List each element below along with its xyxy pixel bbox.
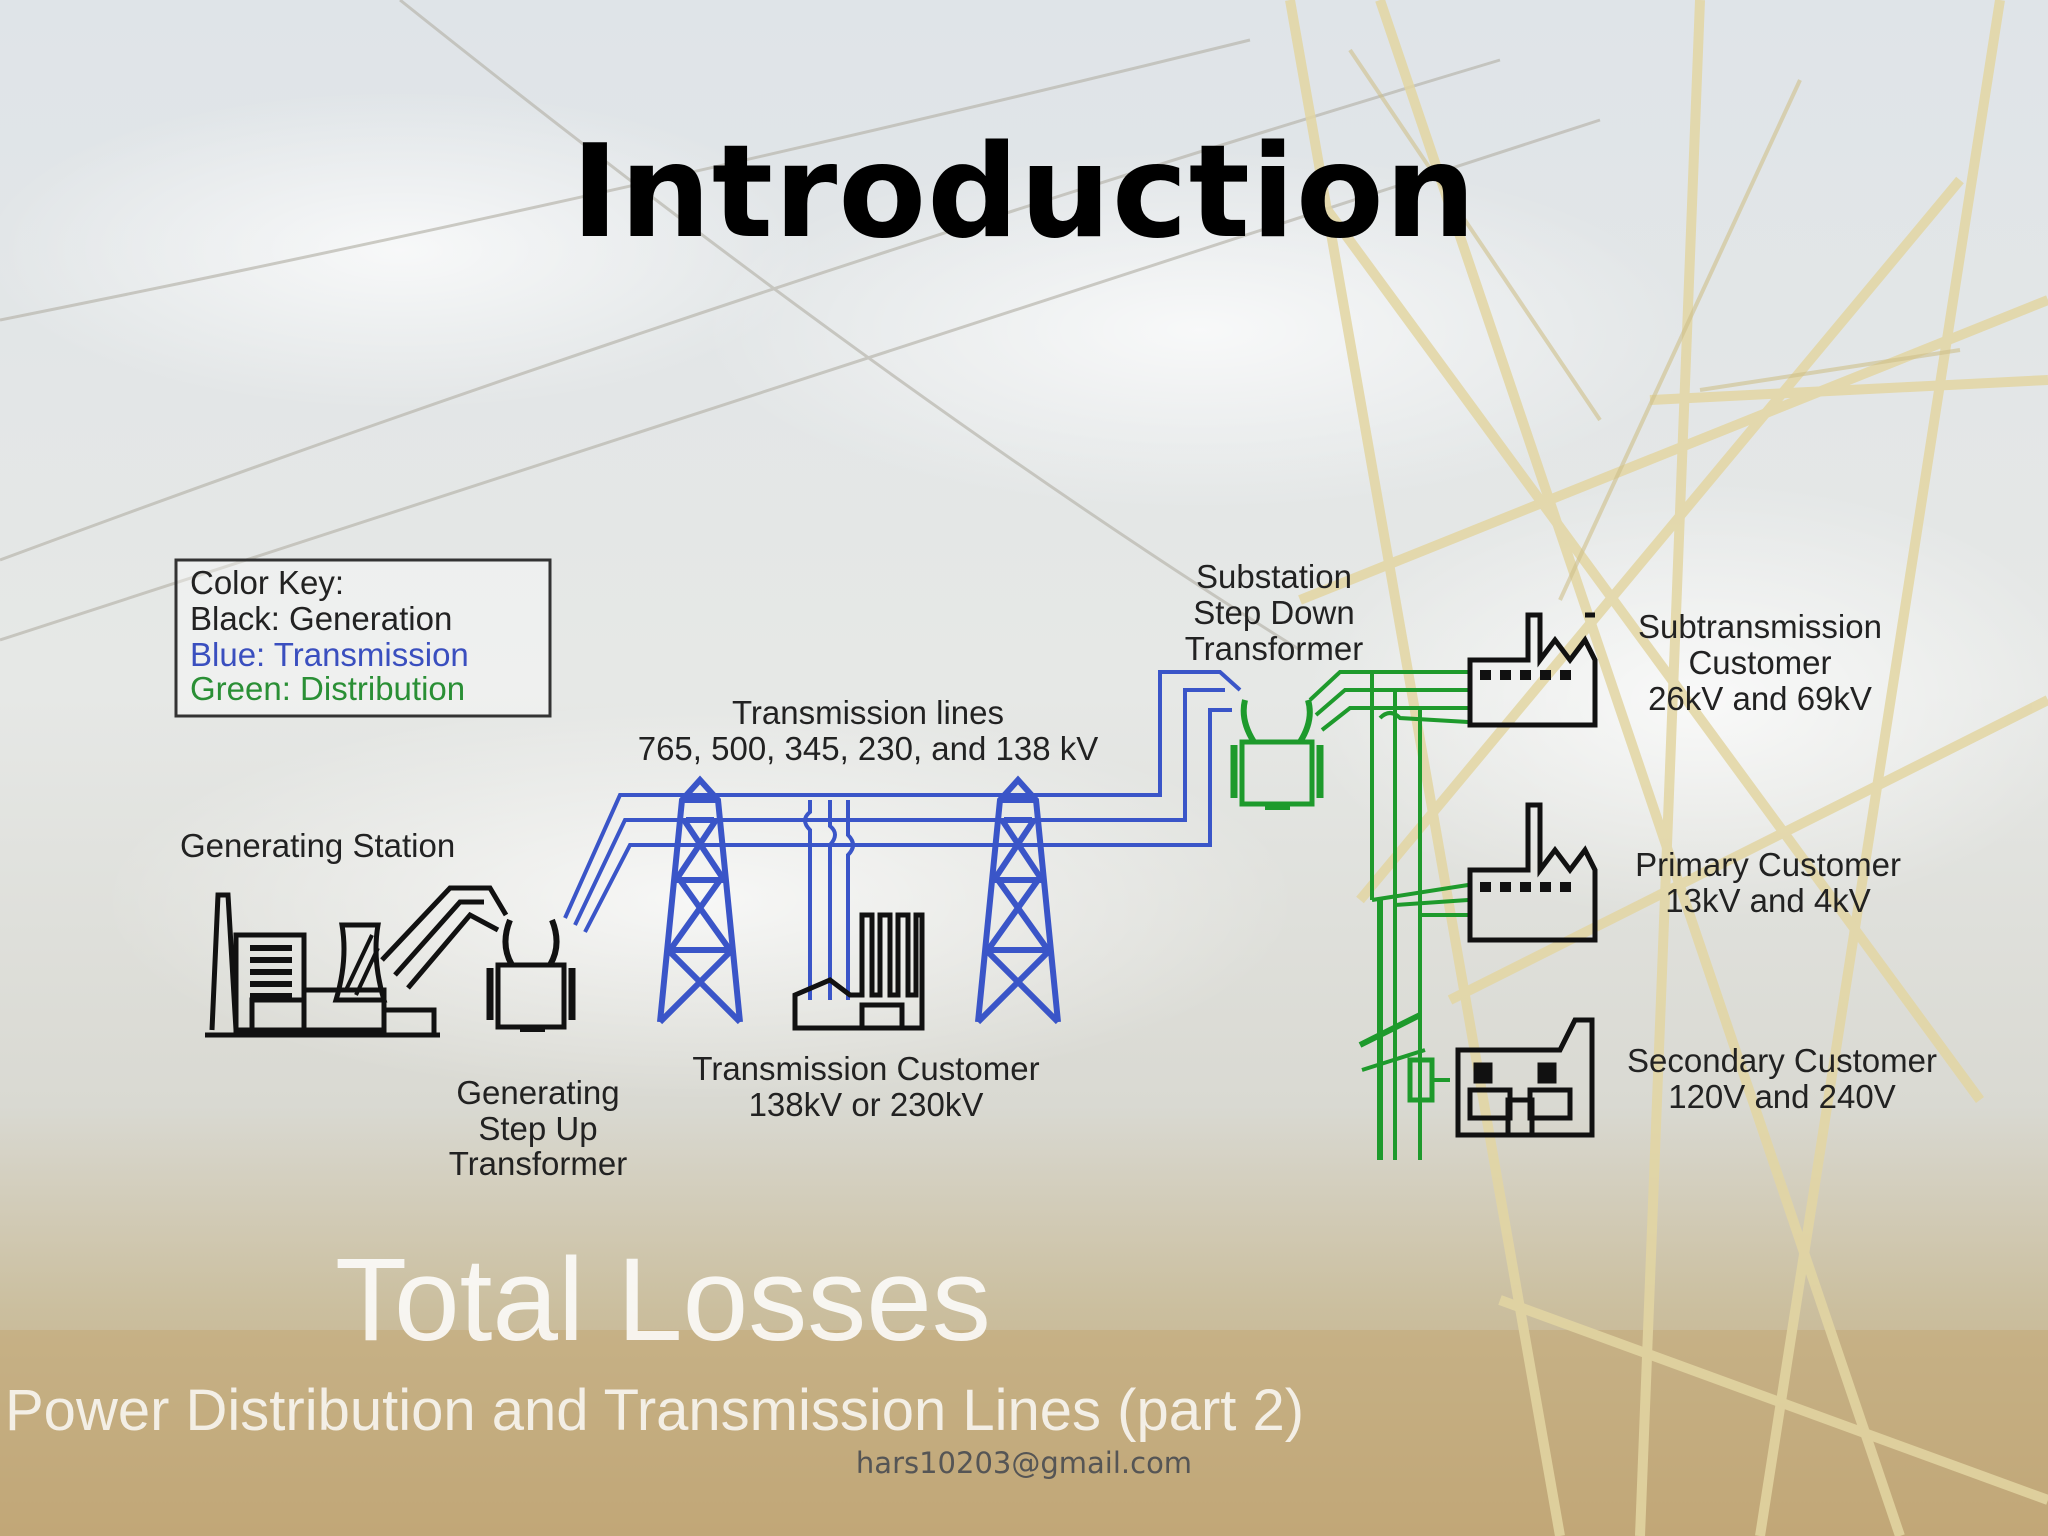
label-subtransmission-2: Customer (1688, 644, 1831, 681)
label-substation-3: Transformer (1185, 630, 1363, 667)
distribution-lines (1308, 670, 1469, 1160)
label-generating-station: Generating Station (180, 827, 455, 864)
label-secondary-1: Secondary Customer (1627, 1042, 1937, 1079)
label-gen-step-up-2: Step Up (478, 1110, 597, 1147)
color-key-heading: Color Key: (190, 564, 344, 601)
label-substation-1: Substation (1196, 558, 1352, 595)
label-subtransmission-1: Subtransmission (1638, 608, 1882, 645)
slide-title: Introduction (571, 118, 1477, 267)
transmission-customer-factory-icon (792, 912, 925, 1031)
transmission-tower-right-icon (975, 775, 1061, 1025)
primary-customer-factory-icon (1467, 802, 1598, 943)
label-substation-2: Step Down (1193, 594, 1354, 631)
label-transmission-voltages: 765, 500, 345, 230, and 138 kV (638, 730, 1099, 767)
subtransmission-customer-factory-icon (1467, 612, 1598, 728)
secondary-customer-house-icon (1455, 1017, 1595, 1138)
transmission-lines (563, 670, 1242, 1000)
footer-email: hars10203@gmail.com (855, 1446, 1193, 1480)
generating-station-icon (205, 885, 509, 1038)
label-secondary-2: 120V and 240V (1668, 1078, 1896, 1115)
diagram-labels: Transmission lines 765, 500, 345, 230, a… (180, 558, 1937, 1182)
color-key-black: Black: Generation (190, 600, 452, 637)
watermark-title: Total Losses (335, 1234, 991, 1366)
color-key: Color Key: Black: Generation Blue: Trans… (174, 558, 552, 718)
label-primary-2: 13kV and 4kV (1665, 882, 1870, 919)
label-transmission-customer-1: Transmission Customer (692, 1050, 1039, 1087)
label-gen-step-up-1: Generating (456, 1074, 619, 1111)
substation-transformer-icon (1230, 699, 1324, 810)
label-transmission-customer-2: 138kV or 230kV (749, 1086, 984, 1123)
transmission-tower-left-icon (657, 775, 743, 1025)
generating-transformer-icon (486, 918, 576, 1032)
distribution-pole-icon (1358, 900, 1450, 1160)
label-primary-1: Primary Customer (1635, 846, 1901, 883)
label-transmission-lines: Transmission lines (732, 694, 1004, 731)
label-gen-step-up-3: Transformer (449, 1145, 627, 1182)
watermark-subtitle: Power Distribution and Transmission Line… (5, 1378, 1304, 1443)
color-key-green: Green: Distribution (190, 670, 465, 707)
label-subtransmission-3: 26kV and 69kV (1648, 680, 1872, 717)
color-key-blue: Blue: Transmission (190, 636, 469, 673)
